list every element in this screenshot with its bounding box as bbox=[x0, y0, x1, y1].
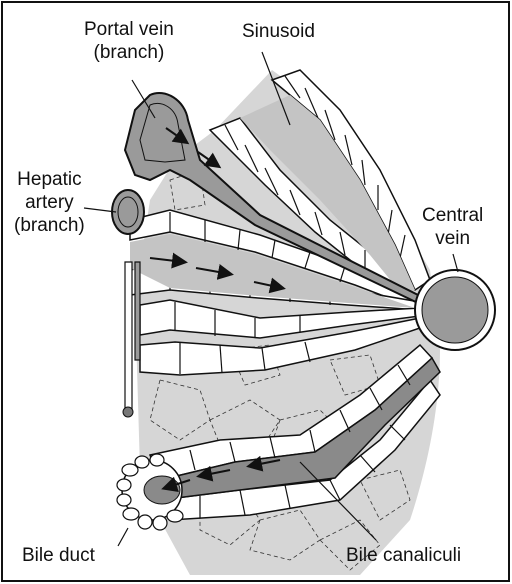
label-portal-vein-line2: (branch) bbox=[84, 41, 174, 64]
label-portal-vein-line1: Portal vein bbox=[84, 18, 174, 41]
label-bile-duct: Bile duct bbox=[22, 544, 95, 567]
label-bile-canaliculi: Bile canaliculi bbox=[346, 544, 461, 567]
label-hepatic-artery-line2: artery bbox=[14, 191, 85, 214]
label-central-vein-line1: Central bbox=[422, 204, 483, 227]
bile-ductule-left bbox=[125, 262, 132, 410]
label-hepatic-artery: Hepatic artery (branch) bbox=[14, 168, 85, 237]
bile-ductule-end bbox=[123, 407, 133, 417]
label-portal-vein: Portal vein (branch) bbox=[84, 18, 174, 64]
hepatic-artery-vessel bbox=[135, 262, 140, 360]
label-central-vein: Central vein bbox=[422, 204, 483, 250]
label-hepatic-artery-line3: (branch) bbox=[14, 214, 85, 237]
central-vein-lumen bbox=[422, 277, 488, 343]
label-central-vein-line2: vein bbox=[422, 227, 483, 250]
hepatic-artery-lumen bbox=[118, 197, 138, 227]
label-hepatic-artery-line1: Hepatic bbox=[14, 168, 85, 191]
label-sinusoid: Sinusoid bbox=[242, 20, 315, 43]
